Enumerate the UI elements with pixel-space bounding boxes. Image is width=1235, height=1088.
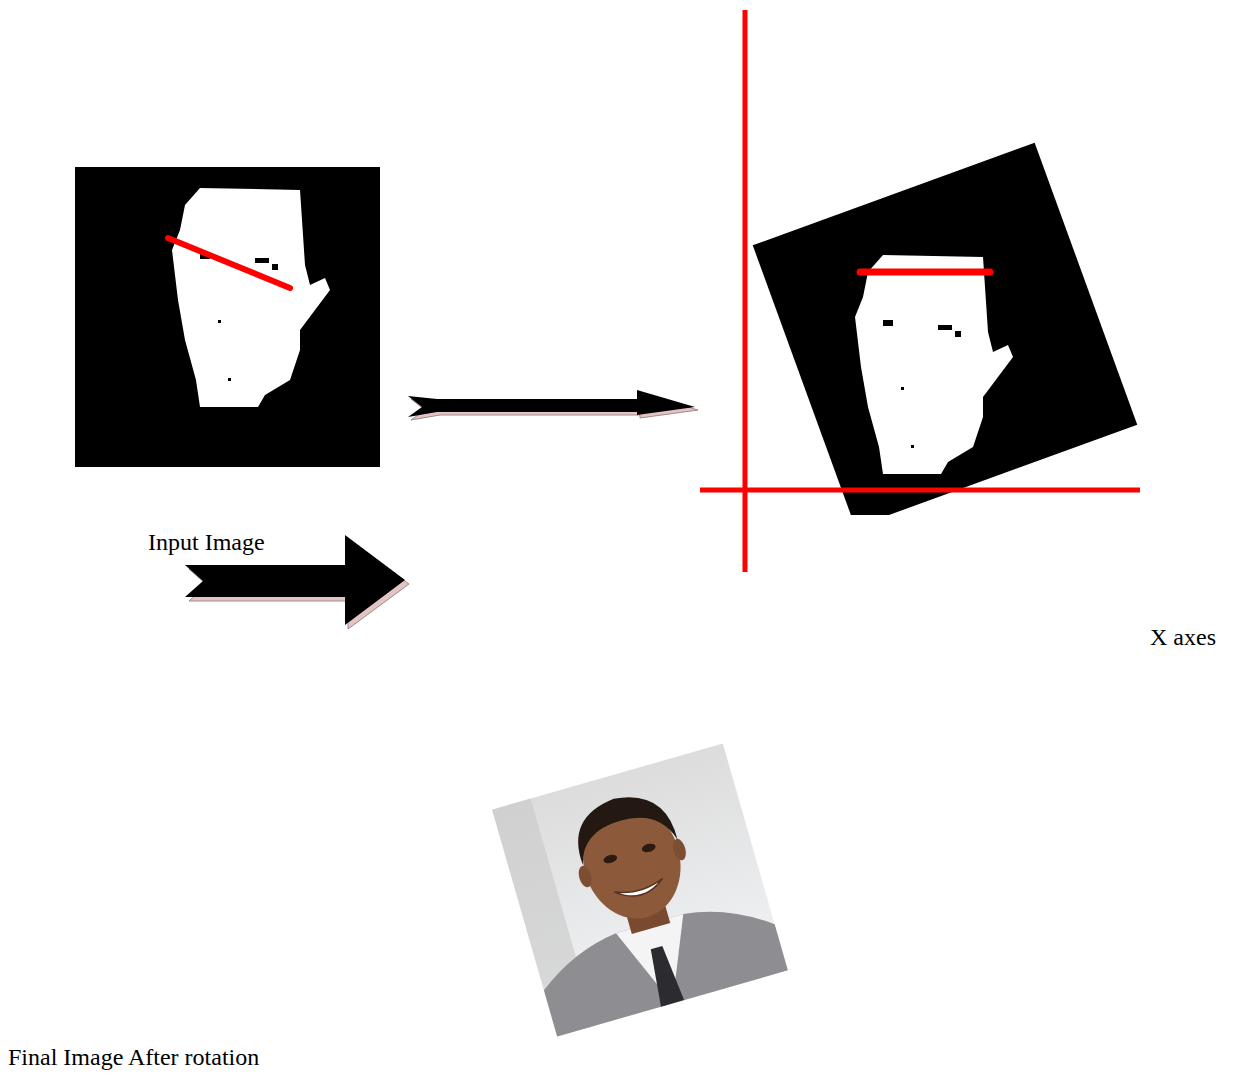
face-mask: [855, 255, 1013, 474]
x-axis: [700, 488, 1140, 493]
face-photo: [492, 743, 788, 1036]
eye-line: [860, 269, 990, 276]
caption-label: X axes: [1150, 623, 1216, 652]
arrow: [408, 390, 698, 420]
rotated-image: [700, 10, 1140, 572]
caption-label: Final Image After rotation: [8, 1043, 259, 1072]
caption-label: Input Image: [148, 528, 265, 557]
input-image: [75, 167, 380, 467]
black-frame: [753, 143, 1138, 515]
face-mask: [172, 188, 330, 407]
eye-line: [168, 238, 290, 288]
black-frame: [75, 167, 380, 467]
